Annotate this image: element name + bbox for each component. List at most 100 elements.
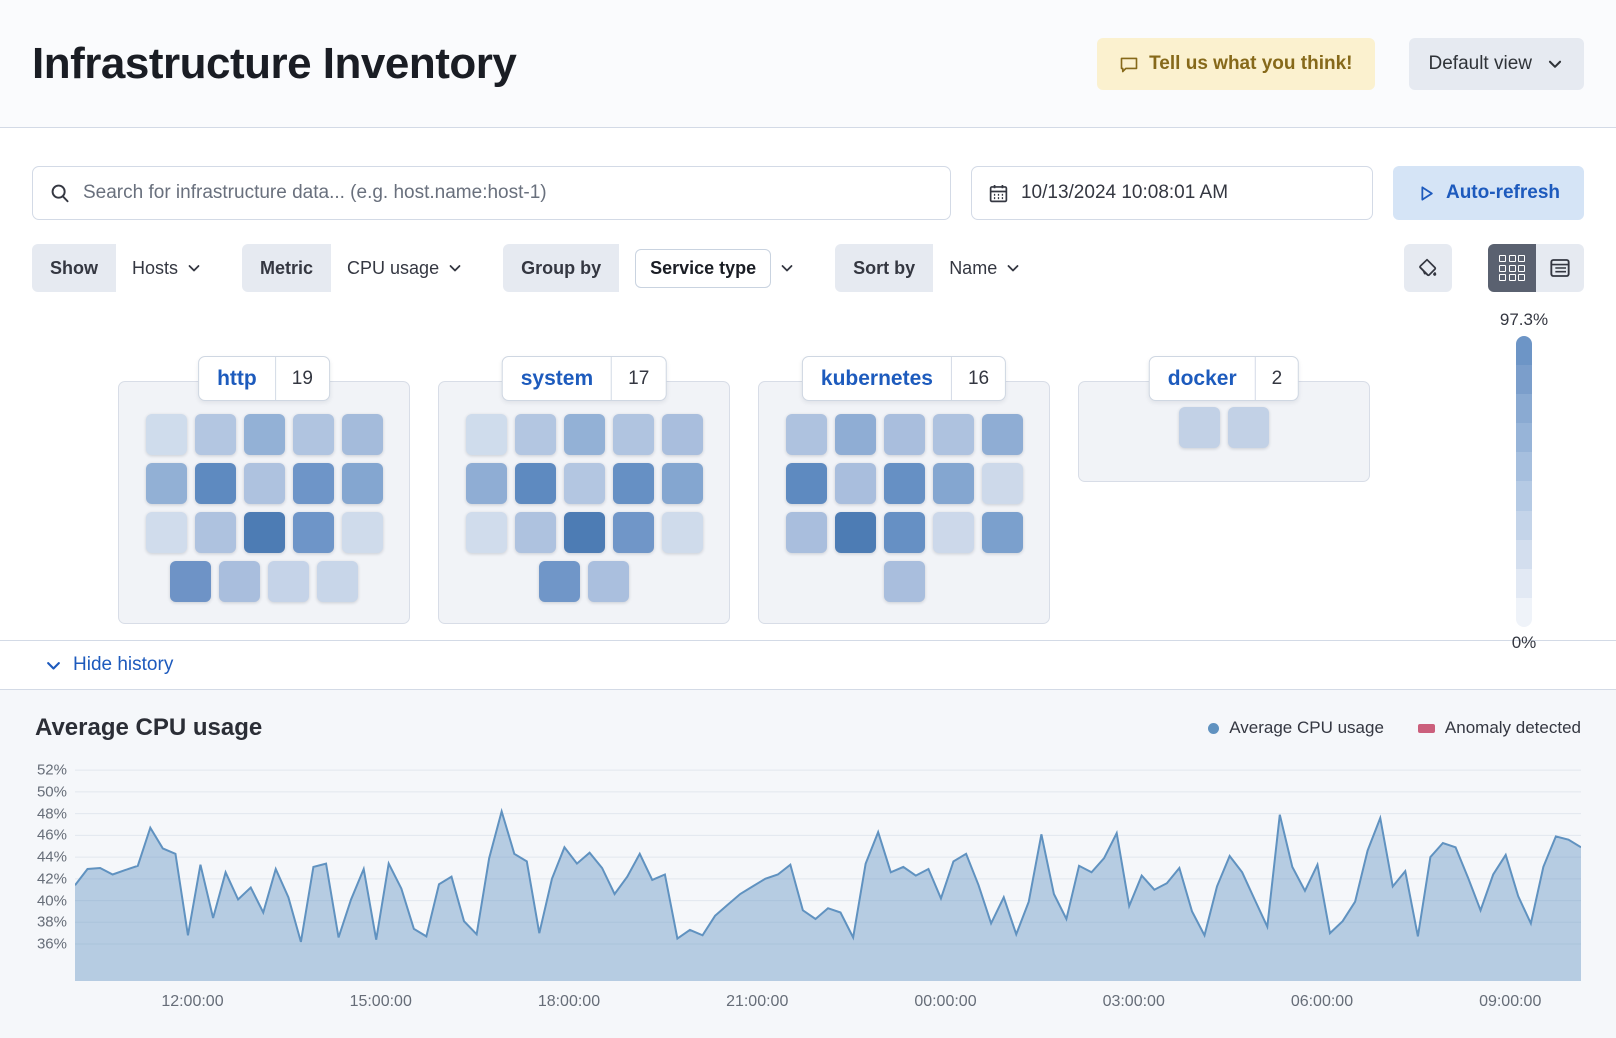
node-tile[interactable] bbox=[1228, 407, 1269, 448]
group-name-link[interactable]: system bbox=[520, 366, 594, 390]
node-tile[interactable] bbox=[981, 414, 1023, 455]
node-tile[interactable] bbox=[563, 463, 605, 504]
node-tile[interactable] bbox=[785, 414, 827, 455]
node-tile[interactable] bbox=[317, 561, 358, 602]
fill-color-button[interactable] bbox=[1404, 244, 1452, 292]
badge-divider bbox=[611, 357, 613, 400]
hide-history-link[interactable]: Hide history bbox=[44, 654, 173, 676]
node-tile[interactable] bbox=[243, 463, 285, 504]
chevron-down-icon bbox=[449, 265, 461, 272]
node-tile[interactable] bbox=[883, 561, 925, 602]
node-tile[interactable] bbox=[661, 414, 703, 455]
node-tile[interactable] bbox=[834, 512, 876, 553]
node-tile[interactable] bbox=[883, 414, 925, 455]
filter-metric: Metric CPU usage bbox=[242, 244, 479, 292]
view-selector-label: Default view bbox=[1428, 52, 1533, 74]
node-tile[interactable] bbox=[563, 512, 605, 553]
legend-cpu-label: Average CPU usage bbox=[1229, 718, 1384, 737]
node-tile[interactable] bbox=[1179, 407, 1220, 448]
chevron-down-icon bbox=[781, 265, 793, 272]
node-tile[interactable] bbox=[194, 512, 236, 553]
node-tile[interactable] bbox=[932, 512, 974, 553]
group-name-link[interactable]: http bbox=[217, 366, 257, 390]
node-tile[interactable] bbox=[243, 414, 285, 455]
filter-metric-value[interactable]: CPU usage bbox=[331, 258, 479, 279]
filter-group-by-value[interactable]: Service type bbox=[619, 248, 811, 288]
node-tile[interactable] bbox=[514, 512, 556, 553]
node-tile[interactable] bbox=[661, 463, 703, 504]
node-tile[interactable] bbox=[834, 463, 876, 504]
node-tile[interactable] bbox=[341, 463, 383, 504]
node-tile[interactable] bbox=[341, 414, 383, 455]
node-tile[interactable] bbox=[612, 414, 654, 455]
node-tile[interactable] bbox=[539, 561, 580, 602]
group-name-link[interactable]: kubernetes bbox=[820, 366, 933, 390]
feedback-button[interactable]: Tell us what you think! bbox=[1097, 37, 1375, 90]
y-axis-tick-label: 46% bbox=[36, 826, 67, 844]
usage-legend: 97.3% 0% bbox=[1489, 310, 1559, 653]
node-tile[interactable] bbox=[243, 512, 285, 553]
node-tile[interactable] bbox=[981, 512, 1023, 553]
auto-refresh-button[interactable]: Auto-refresh bbox=[1392, 166, 1584, 220]
hide-history-label: Hide history bbox=[73, 654, 174, 675]
filter-group-by-label: Group by bbox=[503, 244, 620, 292]
group-name-link[interactable]: docker bbox=[1167, 366, 1237, 390]
badge-divider bbox=[1254, 357, 1256, 400]
node-tile[interactable] bbox=[145, 414, 187, 455]
node-tile[interactable] bbox=[170, 561, 211, 602]
x-axis-tick-label: 15:00:00 bbox=[349, 993, 412, 1010]
node-tile[interactable] bbox=[219, 561, 260, 602]
node-tile[interactable] bbox=[465, 463, 507, 504]
filter-sort-by-value[interactable]: Name bbox=[933, 258, 1037, 279]
node-tile[interactable] bbox=[292, 512, 334, 553]
node-tile[interactable] bbox=[612, 463, 654, 504]
x-axis-tick-label: 00:00:00 bbox=[914, 993, 977, 1010]
node-tile[interactable] bbox=[661, 512, 703, 553]
legend-item-cpu[interactable]: Average CPU usage bbox=[1208, 718, 1384, 738]
node-tile[interactable] bbox=[588, 561, 629, 602]
node-tile[interactable] bbox=[194, 414, 236, 455]
calendar-icon bbox=[989, 184, 1008, 202]
node-tile[interactable] bbox=[932, 414, 974, 455]
node-tile[interactable] bbox=[883, 512, 925, 553]
legend-item-anomaly[interactable]: Anomaly detected bbox=[1417, 718, 1581, 738]
node-tile[interactable] bbox=[785, 463, 827, 504]
chart-plot-area[interactable] bbox=[75, 756, 1581, 981]
filter-show-label: Show bbox=[32, 244, 116, 292]
node-tile[interactable] bbox=[194, 463, 236, 504]
grid-view-button[interactable] bbox=[1488, 244, 1536, 292]
node-tile[interactable] bbox=[145, 463, 187, 504]
node-tile[interactable] bbox=[292, 414, 334, 455]
search-input[interactable] bbox=[83, 182, 934, 204]
date-picker-button[interactable]: 10/13/2024 10:08:01 AM bbox=[970, 166, 1373, 220]
x-axis-tick-label: 12:00:00 bbox=[161, 993, 224, 1010]
chevron-down-icon bbox=[1007, 265, 1019, 272]
node-tile[interactable] bbox=[834, 414, 876, 455]
node-tile[interactable] bbox=[465, 414, 507, 455]
page-header: Infrastructure Inventory Tell us what yo… bbox=[0, 0, 1616, 128]
node-tile[interactable] bbox=[292, 463, 334, 504]
node-tile[interactable] bbox=[341, 512, 383, 553]
node-tile[interactable] bbox=[612, 512, 654, 553]
node-tile[interactable] bbox=[785, 512, 827, 553]
filter-show-value[interactable]: Hosts bbox=[116, 258, 218, 279]
node-tile[interactable] bbox=[563, 414, 605, 455]
cpu-area-chart bbox=[75, 756, 1581, 981]
node-tile[interactable] bbox=[981, 463, 1023, 504]
node-tile[interactable] bbox=[883, 463, 925, 504]
node-tile[interactable] bbox=[514, 414, 556, 455]
x-axis-tick-label: 06:00:00 bbox=[1290, 993, 1354, 1010]
node-tile[interactable] bbox=[932, 463, 974, 504]
node-tile[interactable] bbox=[465, 512, 507, 553]
view-selector-button[interactable]: Default view bbox=[1408, 37, 1584, 90]
node-tile[interactable] bbox=[268, 561, 309, 602]
node-tile[interactable] bbox=[145, 512, 187, 553]
table-view-button[interactable] bbox=[1536, 244, 1584, 292]
node-tile[interactable] bbox=[514, 463, 556, 504]
